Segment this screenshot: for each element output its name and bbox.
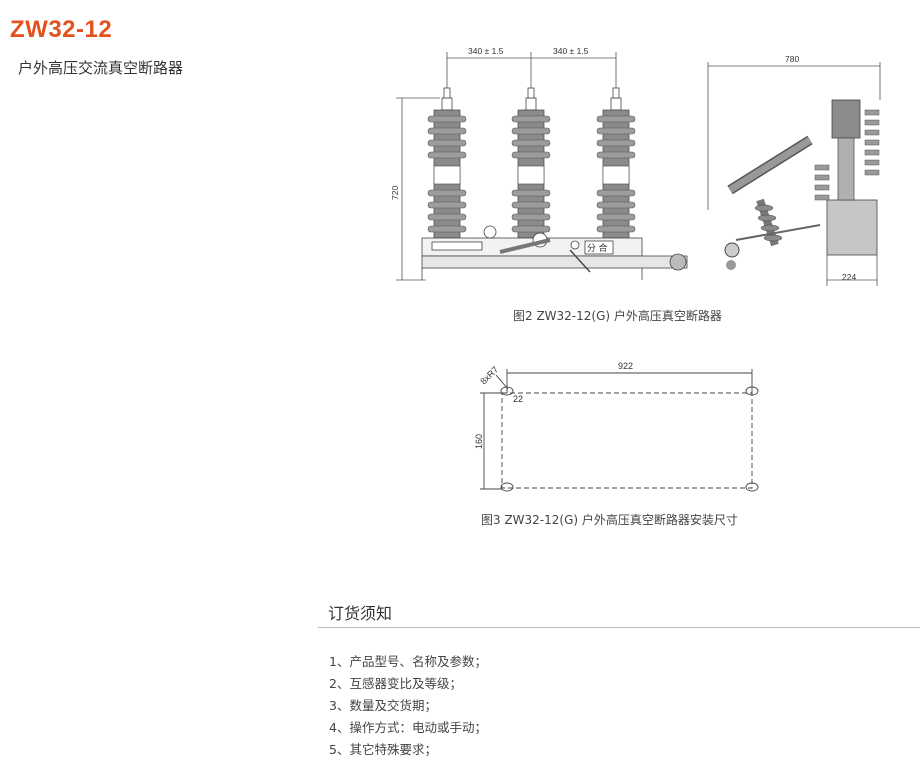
width-label: 922 [618,361,633,371]
side-view [724,99,880,270]
height-label-fig3: 160 [474,434,484,449]
panel-label: 分 合 [587,242,608,253]
holes-label: 8xR7 [478,364,500,386]
insulator-pole-a [427,87,467,239]
ordering-title: 订货须知 [328,604,393,623]
side-base-dimension [826,255,878,286]
insulator-pole-b [511,87,551,239]
ordering-item: 3、数量及交货期； [329,698,437,713]
height-dimension [396,97,440,281]
offset-label: 22 [513,394,523,404]
pitch-label-2: 340 ± 1.5 [553,46,589,56]
breaker-drawing: 340 ± 1.5 340 ± 1.5 720 [390,46,881,286]
mounting-outline [501,392,753,489]
ordering-divider [318,627,920,628]
mounting-drawing: 922 8xR7 22 160 [474,361,759,492]
ordering-item: 1、产品型号、名称及参数； [329,654,487,669]
mechanism-box [421,225,688,280]
figure2-caption: 图2 ZW32-12(G) 户外高压真空断路器 [513,309,722,323]
mounting-holes [500,386,759,492]
ordering-item: 4、操作方式：电动或手动； [329,720,487,735]
ordering-item: 5、其它特殊要求； [329,742,437,757]
product-subtitle: 户外高压交流真空断路器 [18,59,184,77]
side-base-label: 224 [842,272,856,282]
insulator-poles [427,87,636,239]
side-width-dimension [707,62,881,210]
side-width-label: 780 [785,54,799,64]
figure3-caption: 图3 ZW32-12(G) 户外高压真空断路器安装尺寸 [481,513,738,527]
insulator-pole-c [596,87,636,239]
height-label: 720 [390,186,400,200]
model-title: ZW32-12 [10,16,113,43]
pitch-label-1: 340 ± 1.5 [468,46,504,56]
ordering-item: 2、互感器变比及等级； [329,676,462,691]
